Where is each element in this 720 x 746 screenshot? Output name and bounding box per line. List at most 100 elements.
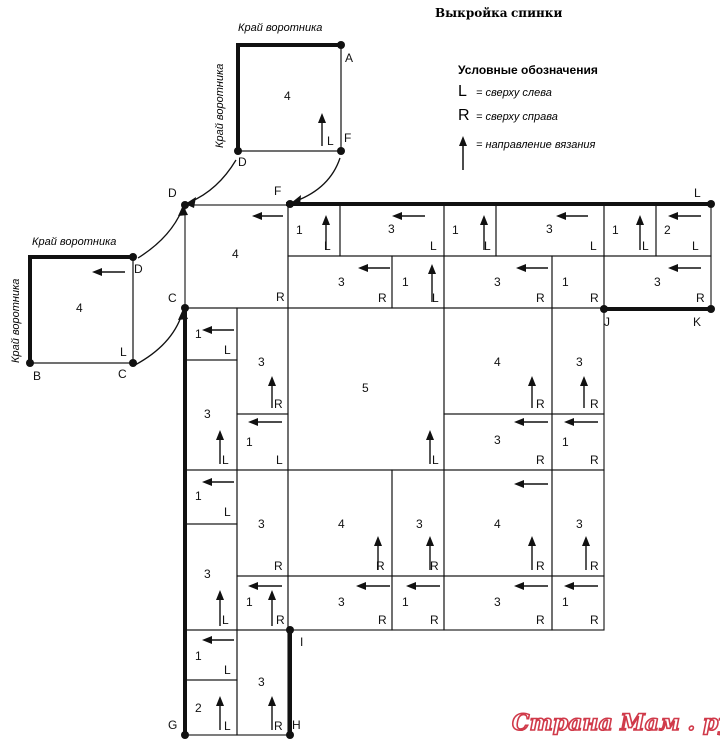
piece-direction-mark: R — [378, 291, 387, 305]
left-arrow-icon — [248, 418, 282, 426]
corner-dot-h — [286, 731, 294, 739]
title-word-1: Выкройка — [435, 6, 508, 20]
corner-label-b: B — [33, 369, 41, 383]
piece-direction-mark: R — [378, 613, 387, 627]
legend-symbol-r: R — [458, 107, 470, 124]
pattern-grid — [184, 204, 712, 736]
piece-number: 2 — [195, 701, 202, 715]
piece-direction-mark: R — [276, 290, 285, 304]
left-arrow-icon — [514, 480, 548, 488]
svg-text:4: 4 — [284, 89, 291, 103]
piece-direction-mark: R — [276, 613, 285, 627]
top-collar-piece: 4 L — [236, 43, 342, 152]
piece-number: 1 — [195, 649, 202, 663]
piece-number: 4 — [494, 517, 501, 531]
piece-number: 1 — [246, 435, 253, 449]
piece-direction-mark: L — [276, 453, 283, 467]
corner-label-l: L — [694, 186, 701, 200]
left-arrow-icon — [248, 582, 282, 590]
corner-dot-b — [26, 359, 34, 367]
left-arrow-icon — [564, 418, 598, 426]
corner-dot-i — [286, 626, 294, 634]
legend-text-r: = сверху справа — [476, 111, 558, 123]
left-arrow-icon — [514, 418, 548, 426]
piece-direction-mark: L — [324, 239, 331, 253]
up-arrow-icon — [428, 264, 436, 302]
left-arrow-icon — [668, 264, 701, 272]
corner-dot-c — [129, 359, 137, 367]
piece-direction-mark: R — [376, 559, 385, 573]
corner-dot-k — [707, 305, 715, 313]
corner-dot-f — [286, 200, 294, 208]
left-collar-piece: 4 L — [28, 255, 134, 364]
piece-number: 1 — [562, 275, 569, 289]
piece-number: 3 — [654, 275, 661, 289]
piece-direction-mark: L — [432, 453, 439, 467]
piece-number: 5 — [362, 381, 369, 395]
collar-label-left-side: Край воротника — [10, 279, 22, 363]
piece-direction-mark: L — [224, 343, 231, 357]
piece-number: 3 — [576, 517, 583, 531]
corner-dot-f — [337, 147, 345, 155]
piece-direction-mark: R — [536, 613, 545, 627]
up-arrow-icon — [528, 536, 536, 570]
knit-direction-arrows — [92, 113, 701, 730]
left-arrow-icon — [202, 326, 234, 334]
corner-dot-g — [181, 731, 189, 739]
corner-dot-d — [129, 253, 137, 261]
connector-arrow-heads-icon — [178, 195, 301, 320]
piece-number: 1 — [195, 327, 202, 341]
left-arrow-icon — [202, 478, 234, 486]
piece-number: 3 — [576, 355, 583, 369]
left-arrow-icon — [668, 212, 701, 220]
piece-number: 3 — [258, 675, 265, 689]
title-word-2: спинки — [511, 6, 562, 20]
corner-label-d: D — [168, 186, 177, 200]
piece-number: 1 — [562, 595, 569, 609]
up-arrow-icon — [582, 536, 590, 570]
up-arrow-icon — [528, 376, 536, 408]
piece-number: 3 — [258, 355, 265, 369]
corner-label-g: G — [168, 718, 177, 732]
up-arrow-icon — [374, 536, 382, 570]
corner-label-d: D — [238, 155, 247, 169]
up-arrow-icon — [216, 696, 224, 730]
corner-label-f: F — [344, 131, 351, 145]
corner-dot-a — [337, 41, 345, 49]
piece-direction-mark: R — [696, 291, 705, 305]
piece-number: 3 — [204, 567, 211, 581]
corner-label-h: H — [292, 718, 301, 732]
piece-direction-mark: L — [222, 453, 229, 467]
left-arrow-icon — [556, 212, 588, 220]
corner-dot-d — [181, 201, 189, 209]
piece-number: 1 — [246, 595, 253, 609]
piece-direction-mark: R — [590, 397, 599, 411]
corner-label-i: I — [300, 635, 303, 649]
corner-dot-c — [181, 304, 189, 312]
corner-label-k: K — [693, 315, 701, 329]
corner-label-d: D — [134, 262, 143, 276]
piece-number: 4 — [232, 247, 239, 261]
collar-label-left: Край воротника — [32, 236, 116, 248]
up-arrow-icon — [216, 430, 224, 464]
piece-direction-mark: R — [590, 291, 599, 305]
corner-dot-l — [707, 200, 715, 208]
piece-direction-mark: R — [590, 559, 599, 573]
piece-number: 1 — [402, 275, 409, 289]
left-arrow-icon — [252, 212, 283, 220]
left-arrow-icon — [92, 268, 125, 276]
piece-direction-mark: L — [224, 663, 231, 677]
piece-direction-mark: R — [590, 613, 599, 627]
piece-number: 3 — [494, 275, 501, 289]
piece-number: 1 — [562, 435, 569, 449]
piece-number: 3 — [258, 517, 265, 531]
up-arrow-icon — [426, 536, 434, 570]
piece-direction-mark: R — [274, 397, 283, 411]
piece-direction-mark: R — [536, 453, 545, 467]
piece-direction-mark: R — [536, 397, 545, 411]
piece-number: 1 — [612, 223, 619, 237]
piece-number: 1 — [195, 489, 202, 503]
piece-direction-mark: L — [642, 239, 649, 253]
